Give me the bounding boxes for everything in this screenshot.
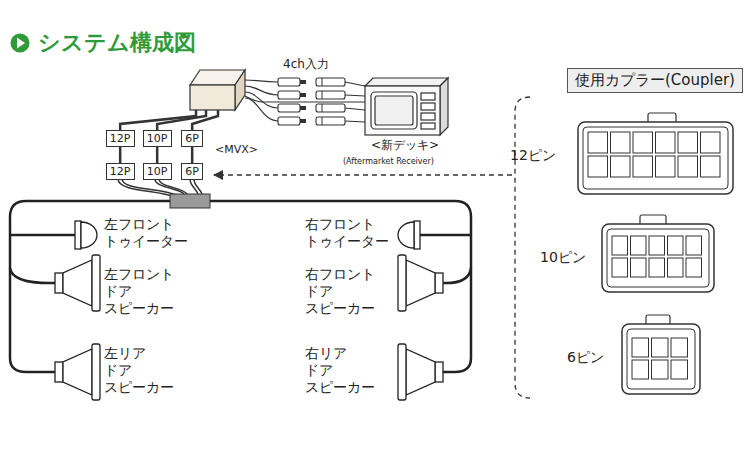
cable-connector <box>157 110 206 130</box>
coupler-cell <box>701 132 721 153</box>
coupler-cell <box>632 360 649 379</box>
deck-unit <box>365 78 448 135</box>
mvx-unit <box>190 70 245 110</box>
connector-label: 6P <box>181 163 203 180</box>
rca-pin <box>300 80 306 84</box>
rca-jack <box>316 104 345 112</box>
coupler-cell <box>671 338 688 357</box>
coupler-heading-box: 使用カプラー(Coupler) <box>567 68 743 93</box>
coupler-housing <box>622 324 700 394</box>
speaker-label: 左フロント ドア スピーカー <box>104 266 174 317</box>
connector-label: 6P <box>181 130 203 147</box>
coupler-cell <box>631 236 647 255</box>
pin-count-label: 10ピン <box>540 249 586 266</box>
rca-cables <box>245 80 365 122</box>
coupler-cell <box>631 258 647 277</box>
pin-count-label: 12ピン <box>510 147 556 164</box>
pin-count-label: 6ピン <box>567 349 604 366</box>
speaker-label: 右リア ドア スピーカー <box>305 345 375 396</box>
coupler-cell <box>656 156 676 177</box>
rca-pin <box>300 119 306 123</box>
speaker-label: 左フロント トゥイーター <box>104 216 188 250</box>
coupler-cell <box>701 156 721 177</box>
speaker-label: 左リア ドア スピーカー <box>104 345 174 396</box>
rca-jack <box>316 91 345 99</box>
connector-label: 10P <box>143 130 172 147</box>
node-text: <新デッキ> <box>371 138 439 153</box>
connector-label: 4ch入力 <box>281 57 331 71</box>
cable-connector <box>192 110 218 130</box>
rca-plug <box>278 104 300 112</box>
node-text: (Aftermarket Receiver) <box>343 156 434 167</box>
rca-pin <box>300 106 306 110</box>
rca-ring <box>322 104 323 112</box>
coupler-cell <box>611 132 631 153</box>
connector-label: 10P <box>143 163 172 180</box>
coupler-inner <box>607 229 709 287</box>
coupler-cell <box>649 258 665 277</box>
coupler-cell <box>649 236 665 255</box>
diagram-title: システム構成図 <box>38 29 196 57</box>
title-icon <box>11 34 30 53</box>
coupler-cell <box>632 338 649 357</box>
rca-jack <box>316 117 345 125</box>
dashed-arrow <box>214 174 512 175</box>
coupler-cell <box>633 132 653 153</box>
coupler-housing <box>602 224 714 292</box>
coupler-cell <box>671 360 688 379</box>
coupler-cell <box>686 236 702 255</box>
node-text: 10P <box>147 165 168 178</box>
speaker-label: 右フロント ドア スピーカー <box>305 266 375 317</box>
mvx-unit-box: <MVX> <box>190 70 245 110</box>
rca-pin <box>300 93 306 97</box>
node-text: 使用カプラー(Coupler) <box>575 71 735 90</box>
rca-plug <box>278 91 300 99</box>
coupler-cell <box>611 156 631 177</box>
coupler-cell <box>678 132 698 153</box>
receiver-box: <新デッキ>(Aftermarket Receiver) <box>365 78 448 135</box>
cable-connector <box>156 147 159 163</box>
speaker-label: 右フロント トゥイーター <box>305 216 389 250</box>
node-text: <MVX> <box>215 143 258 157</box>
coupler-cell <box>678 156 698 177</box>
junction-block <box>170 194 210 208</box>
coupler-cell <box>656 132 676 153</box>
coupler-cell <box>588 132 608 153</box>
rca-jack <box>316 78 345 86</box>
coupler-cell <box>612 236 628 255</box>
rca-plug <box>278 117 300 125</box>
rca-ring <box>322 78 323 86</box>
coupler-cell <box>686 258 702 277</box>
coupler-housing <box>578 122 733 194</box>
coupler-cell <box>668 258 684 277</box>
connector-label: 12P <box>106 130 135 147</box>
rca-ring <box>322 91 323 99</box>
title-icon-arrow <box>17 38 25 49</box>
cable-connector <box>119 147 122 163</box>
node-text: 12P <box>110 132 131 145</box>
dashed-bracket <box>515 97 530 398</box>
coupler-cell <box>652 338 669 357</box>
node-text: 12P <box>110 165 131 178</box>
cable-connector <box>191 147 194 163</box>
coupler-cell <box>612 258 628 277</box>
coupler-cell <box>668 236 684 255</box>
coupler-cell <box>588 156 608 177</box>
coupler-inner <box>627 329 695 389</box>
cable-connector <box>245 96 365 102</box>
coupler-cell <box>652 360 669 379</box>
node-text: 6P <box>185 132 199 145</box>
node-text: 6P <box>185 165 199 178</box>
node-text: 10P <box>147 132 168 145</box>
coupler-inner <box>583 127 728 189</box>
connector-label: 12P <box>106 163 135 180</box>
rca-plug <box>278 78 300 86</box>
rca-ring <box>322 117 323 125</box>
coupler-cell <box>633 156 653 177</box>
